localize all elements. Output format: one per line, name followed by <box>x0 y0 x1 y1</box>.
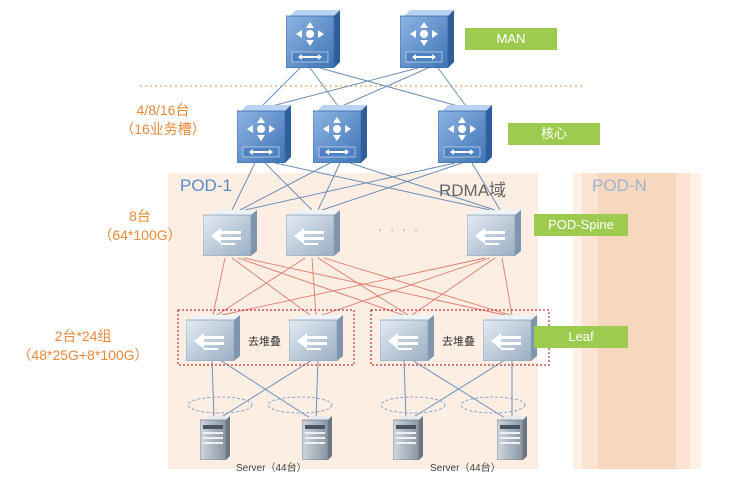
spine-ellipsis: · · · · <box>378 222 421 237</box>
server-2 <box>302 416 332 460</box>
core-router-2 <box>313 105 368 163</box>
man-core-links <box>261 67 467 107</box>
rdma-domain-title: RDMA域 <box>439 181 507 200</box>
server-1 <box>200 416 230 460</box>
server-group-label-2: Server（44台） <box>430 463 501 474</box>
leaf-stack-label-2: 去堆叠 <box>442 336 475 348</box>
core-count-label: 4/8/16台 <box>136 102 190 118</box>
pod-spine-tag: POD-Spine <box>534 214 628 236</box>
server-4 <box>497 416 527 460</box>
spine-switch-2 <box>286 210 341 256</box>
leaf-switch-4 <box>483 315 538 361</box>
server-3 <box>393 416 423 460</box>
spine-ports-label: （64*100G） <box>98 227 182 243</box>
server-group-ellipses <box>187 396 526 414</box>
leaf-ports-label: （48*25G+8*100G） <box>17 347 149 363</box>
core-router-1 <box>237 105 292 163</box>
leaf-count-label: 2台*24组 <box>54 328 112 344</box>
man-router-1 <box>286 10 341 68</box>
man-router-2 <box>400 10 455 68</box>
spine-leaf-links <box>212 257 513 316</box>
leaf-server-links <box>211 359 513 419</box>
spine-count-label: 8台 <box>129 208 151 224</box>
spine-switch-1 <box>203 210 258 256</box>
leaf-stack-label-1: 去堆叠 <box>248 336 281 348</box>
pod-n-title: POD-N <box>592 176 647 195</box>
server-group-label-1: Server（44台） <box>236 463 307 474</box>
leaf-switch-3 <box>380 315 435 361</box>
man-tag: MAN <box>465 28 557 50</box>
pod-1-title: POD-1 <box>180 176 232 195</box>
leaf-switch-1 <box>186 315 241 361</box>
core-router-3 <box>438 105 493 163</box>
core-tag: 核心 <box>508 123 600 145</box>
spine-switch-3 <box>467 210 522 256</box>
core-spine-links <box>231 162 501 211</box>
leaf-tag: Leaf <box>534 326 628 348</box>
leaf-switch-2 <box>289 315 344 361</box>
leaf-group-box-1 <box>177 309 355 366</box>
core-slots-label: （16业务槽） <box>120 121 206 137</box>
